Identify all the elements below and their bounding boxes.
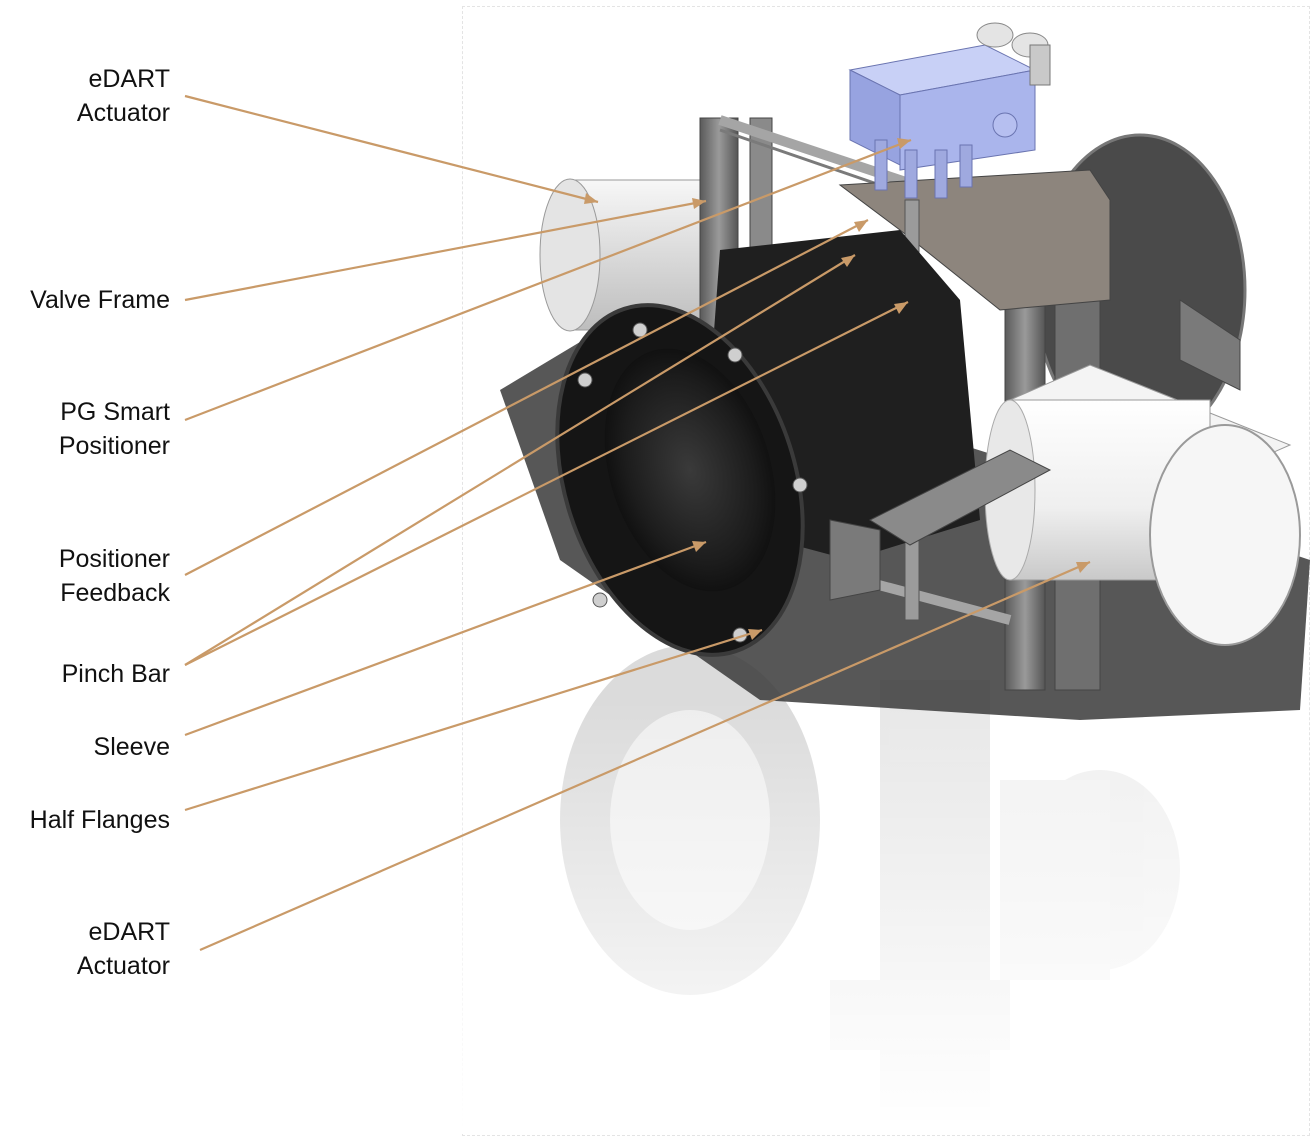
leader-sleeve	[184, 540, 707, 737]
label-edart-actuator-bottom: eDART Actuator	[76, 918, 170, 980]
leader-positioner-feedback	[184, 219, 869, 576]
arrowhead-pinch-bar-a	[841, 255, 855, 267]
leader-edart-actuator-top	[184, 94, 599, 204]
leader-half-flanges	[184, 628, 763, 812]
label-edart-actuator-top: eDART Actuator	[76, 65, 170, 127]
positioner-shape	[848, 22, 1051, 199]
arrowhead-valve-frame	[692, 198, 706, 209]
label-pinch-bar: Pinch Bar	[61, 660, 170, 688]
arrowhead-pg-smart-positioner	[897, 138, 911, 149]
arrowhead-pinch-bar-b	[894, 302, 908, 314]
arrowhead-edart-actuator-top	[584, 193, 598, 204]
leader-pg-smart-positioner	[184, 138, 912, 422]
label-sleeve: Sleeve	[93, 733, 170, 761]
leader-valve-frame	[184, 199, 707, 302]
sleeve-shape	[555, 230, 980, 657]
arrowhead-positioner-feedback	[854, 220, 868, 232]
leader-edart-actuator-bottom	[199, 560, 1091, 952]
label-positioner-feedback: Positioner Feedback	[58, 545, 170, 607]
leader-lines	[184, 94, 1091, 952]
label-pg-smart-positioner: PG Smart Positioner	[58, 398, 170, 460]
label-half-flanges: Half Flanges	[29, 806, 170, 834]
leader-pinch-bar-b	[184, 301, 909, 666]
label-valve-frame: Valve Frame	[30, 286, 170, 314]
actuator-back-cylinder	[539, 178, 731, 332]
arrowhead-half-flanges	[748, 629, 762, 640]
arrowhead-sleeve	[692, 541, 706, 552]
arrowhead-edart-actuator-bottom	[1076, 562, 1090, 573]
half-flanges-shape	[577, 322, 808, 643]
leader-pinch-bar-a	[184, 254, 856, 666]
actuator-front-cylinder	[984, 364, 1301, 646]
